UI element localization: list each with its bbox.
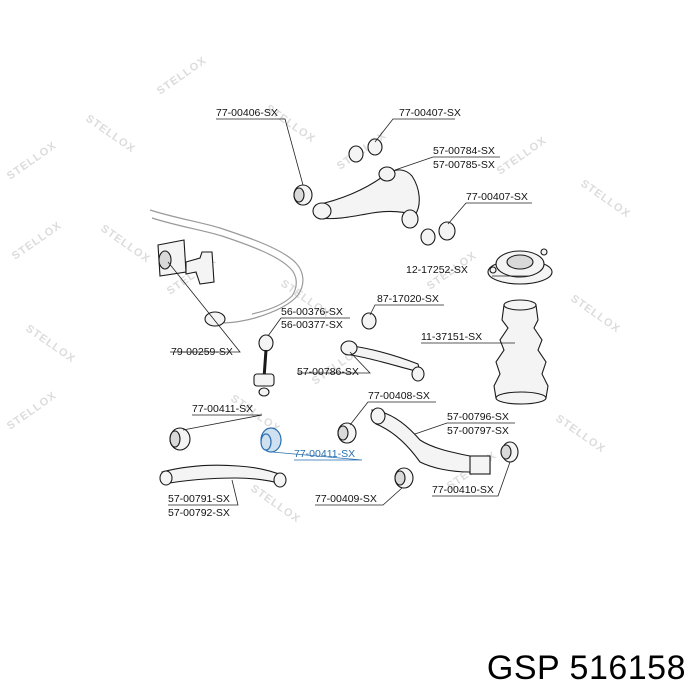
- watermark: STELLOX: [5, 140, 59, 183]
- label-57-00785: 57-00785-SX: [433, 159, 495, 171]
- watermark: STELLOX: [98, 223, 152, 266]
- label-77-00411-highlighted: 77-00411-SX: [294, 448, 355, 460]
- label-11-37151: 11-37151-SX: [421, 331, 482, 343]
- label-77-00411-left: 77-00411-SX: [192, 403, 253, 415]
- bushing-77-00407-top: [348, 138, 383, 163]
- watermark: STELLOX: [568, 293, 622, 336]
- label-57-00792: 57-00792-SX: [168, 507, 230, 519]
- label-87-17020: 87-17020-SX: [377, 293, 439, 305]
- label-77-00407-mid: 77-00407-SX: [466, 191, 528, 203]
- bushing-77-00407-mid: [420, 221, 456, 246]
- lower-arm-right: [370, 407, 491, 475]
- label-77-00408: 77-00408-SX: [368, 390, 430, 402]
- watermark: STELLOX: [10, 220, 64, 263]
- watermark: STELLOX: [495, 135, 549, 178]
- bushing-77-00409: [394, 467, 414, 489]
- bushing-77-00411-left: [169, 427, 191, 451]
- watermark: STELLOX: [553, 413, 607, 456]
- watermark: STELLOX: [23, 323, 77, 366]
- label-57-00796: 57-00796-SX: [447, 411, 509, 423]
- label-56-00377: 56-00377-SX: [281, 319, 343, 331]
- watermark: STELLOX: [83, 113, 137, 156]
- label-77-00407-top: 77-00407-SX: [399, 107, 461, 119]
- label-56-00376: 56-00376-SX: [281, 306, 343, 318]
- strut-top-mount: [487, 248, 553, 285]
- watermark: STELLOX: [5, 390, 59, 433]
- stabilizer-end-bushing: [204, 311, 226, 327]
- label-77-00410: 77-00410-SX: [432, 484, 494, 496]
- bushing-77-00411-highlighted: [260, 427, 282, 453]
- stabilizer-link: [253, 334, 275, 397]
- watermark: STELLOX: [578, 178, 632, 221]
- upper-control-arm: [312, 166, 420, 229]
- label-57-00791: 57-00791-SX: [168, 493, 230, 505]
- part-number-caption: GSP 516158: [486, 649, 686, 687]
- stabilizer-bushing: [157, 239, 215, 285]
- label-57-00784: 57-00784-SX: [433, 145, 495, 157]
- label-57-00786: 57-00786-SX: [297, 366, 359, 378]
- bushing-77-00408: [337, 422, 357, 444]
- part-labels: 77-00406-SX 77-00407-SX 57-00784-SX 57-0…: [168, 107, 528, 519]
- label-77-00406: 77-00406-SX: [216, 107, 278, 119]
- watermark: STELLOX: [155, 55, 209, 98]
- label-77-00409: 77-00409-SX: [315, 493, 377, 505]
- lower-arm-left: [159, 464, 287, 488]
- bushing-87-17020: [361, 312, 377, 330]
- stabilizer-bar: [149, 209, 304, 327]
- label-12-17252: 12-17252-SX: [406, 264, 468, 276]
- toe-link: [340, 340, 425, 382]
- bushing-77-00410: [500, 441, 519, 463]
- leader-lines: [167, 118, 532, 506]
- label-57-00797: 57-00797-SX: [447, 425, 509, 437]
- label-79-00259: 79-00259-SX: [171, 346, 233, 358]
- bushing-77-00406: [293, 184, 313, 206]
- dust-boot: [493, 299, 549, 405]
- watermark: STELLOX: [248, 483, 302, 526]
